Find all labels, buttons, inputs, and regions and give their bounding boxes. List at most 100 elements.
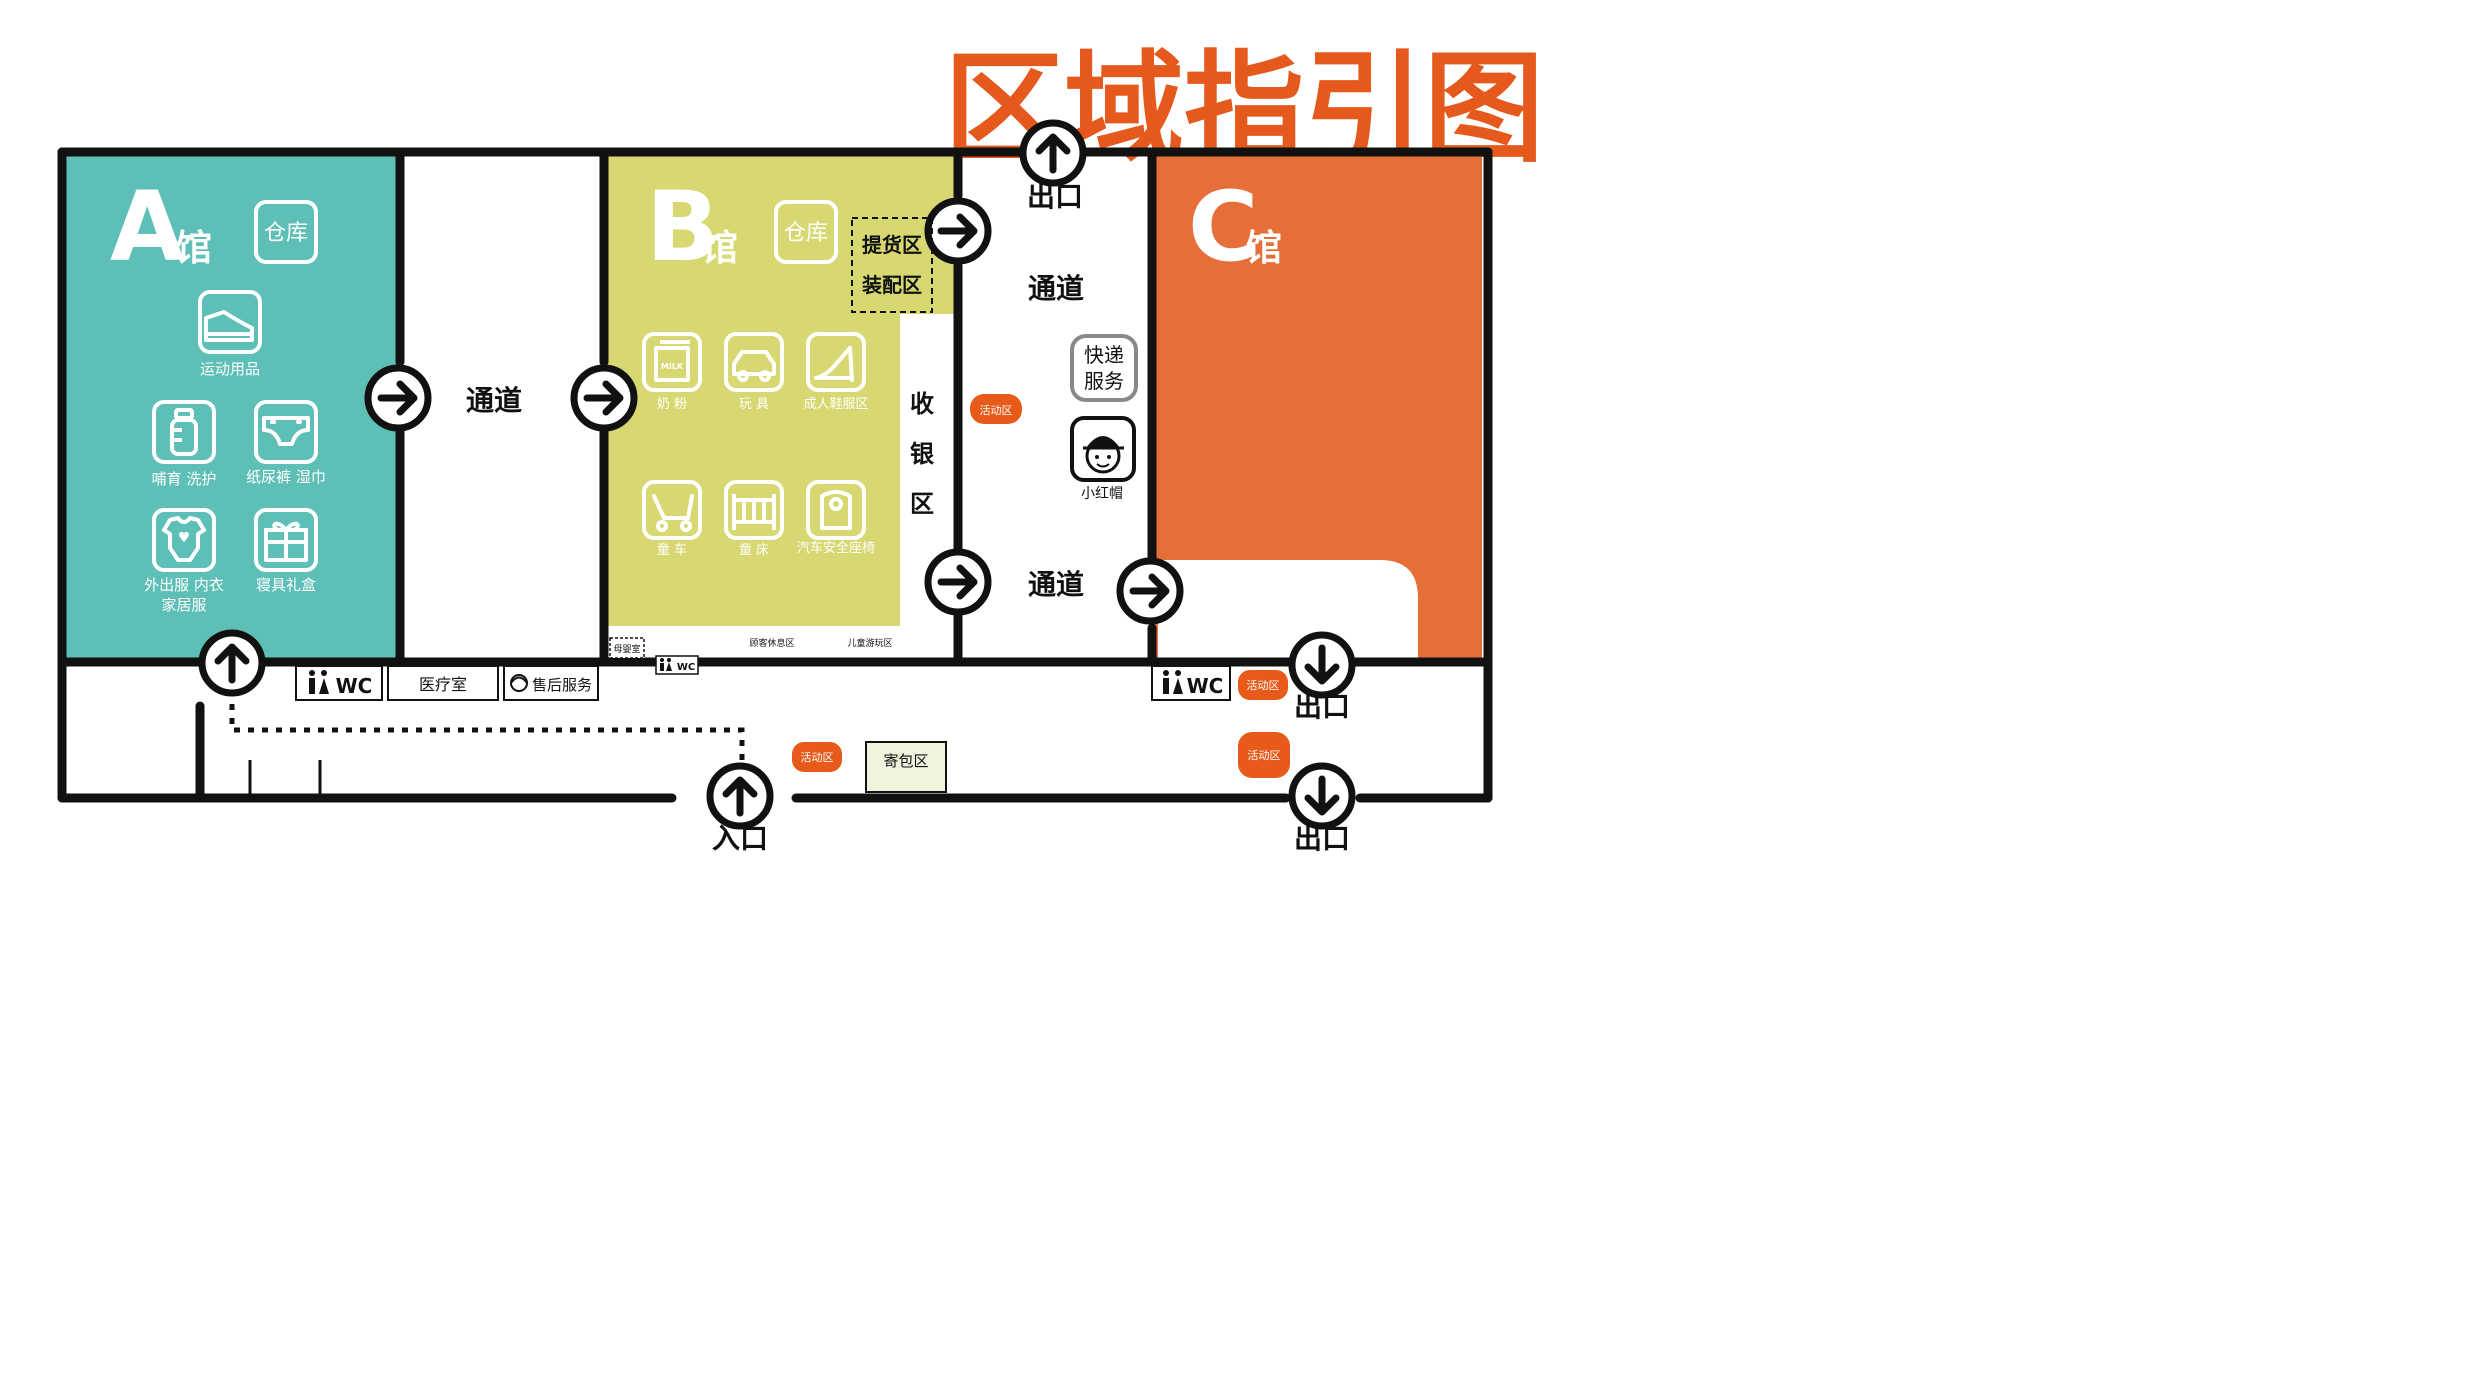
exit-arrow-down-icon [1292,635,1352,695]
svg-text:服务: 服务 [1084,369,1124,393]
category-label-line1: 外出服 内衣 [144,576,224,594]
category-label: 童 床 [739,542,769,558]
svg-text:WC: WC [1187,674,1224,698]
kids-play-label: 儿童游玩区 [847,637,892,649]
after-sales-service: 售后服务 [503,665,599,701]
gate-posts [248,760,322,798]
stroller-icon [642,480,702,540]
activity-area: 活动区 [1238,670,1288,700]
little-red-hat-label: 小红帽 [1081,486,1123,502]
category-label: 玩 具 [739,397,769,412]
arrow-right-icon [928,201,988,261]
arrow-right-icon [368,368,428,428]
gift-box-icon [254,508,318,572]
arrow-right-icon [1120,561,1180,621]
category-label: 运动用品 [200,360,260,378]
restroom-icon [1163,670,1183,694]
hall-b-warehouse: 仓库 [774,200,838,264]
category-label: 寝具礼盒 [256,576,316,594]
entrance-route [229,690,745,770]
corridor-label: 通道 [1028,272,1084,305]
customer-service-icon [510,674,528,692]
hall-b-label: B 馆 [646,171,738,283]
wc-small: WC [655,655,699,675]
entrance-arrow-up-icon [710,766,770,826]
restroom-icon [660,658,672,671]
hall-a-zone [66,152,398,660]
crib-icon [724,480,784,540]
checkout-label: 区 [910,490,934,518]
express-service: 快递 服务 [1070,334,1138,402]
category-label: 成人鞋服区 [803,396,868,412]
svg-text:售后服务: 售后服务 [532,676,592,694]
rest-area-label: 顾客休息区 [749,637,794,649]
locker-area: 寄包区 [865,741,947,793]
hall-a-letter: A [110,171,184,283]
hall-a-warehouse: 仓库 [254,200,318,264]
exit-label: 出口 [1294,822,1350,855]
category-label: 哺育 洗护 [152,470,217,488]
hall-a-suffix: 馆 [176,228,212,269]
svg-text:快递: 快递 [1084,343,1124,367]
wc-left: WC [295,665,383,701]
toy-car-icon [724,332,784,392]
svg-text:WC: WC [336,674,373,698]
corridor-label: 通道 [1028,568,1084,601]
car-seat-icon [806,480,866,540]
activity-area: 活动区 [1238,732,1290,778]
exit-label: 出口 [1027,180,1083,213]
category-label: 童 车 [657,542,687,558]
svg-text:仓库: 仓库 [784,221,828,246]
exit-arrow-up-icon [1023,123,1083,183]
corridor-label: 通道 [466,384,522,417]
category-label-line2: 家居服 [161,596,206,614]
high-heel-icon [806,332,866,392]
svg-text:寄包区: 寄包区 [883,752,928,770]
sneaker-icon [198,290,262,354]
diaper-icon [254,400,318,464]
arrow-right-icon [928,552,988,612]
svg-text:活动区: 活动区 [980,404,1013,417]
hall-c-letter: C [1188,171,1258,283]
svg-text:母婴室: 母婴室 [613,643,640,655]
svg-text:活动区: 活动区 [1248,749,1281,762]
hall-c-notch [1158,560,1418,662]
assembly-label: 装配区 [861,273,922,297]
heart-icon [179,532,189,542]
svg-text:活动区: 活动区 [801,751,834,764]
arrow-up-icon [202,633,262,693]
checkout-label: 银 [910,440,935,468]
milk-powder-icon [642,332,702,392]
activity-area: 活动区 [970,394,1022,424]
medical-room: 医疗室 [387,665,499,701]
little-red-hat-icon [1070,416,1136,482]
hall-b-letter: B [646,171,719,283]
category-label: 纸尿裤 湿巾 [246,468,326,486]
pickup-label: 提货区 [862,233,922,257]
svg-text:WC: WC [677,662,695,673]
hall-a-label: A 馆 [110,171,212,283]
entrance-label: 入口 [712,822,768,855]
nursing-room: 母婴室 [609,637,645,659]
baby-bottle-icon [152,400,216,464]
milk-badge: MILK [661,362,684,371]
category-label: 汽车安全座椅 [797,540,875,556]
checkout-label: 收 [910,390,934,418]
category-label: 奶 粉 [657,397,687,412]
exit-arrow-down-icon [1292,766,1352,826]
onesie-icon [152,508,216,572]
wc-right: WC [1151,665,1231,701]
svg-text:医疗室: 医疗室 [419,675,467,694]
svg-text:活动区: 活动区 [1247,679,1280,692]
hall-c-label: C 馆 [1188,171,1282,283]
activity-area: 活动区 [792,742,842,772]
exit-label: 出口 [1294,690,1350,723]
hall-b-suffix: 馆 [702,228,738,269]
walls [57,147,1493,803]
hall-c-suffix: 馆 [1246,228,1282,269]
pickup-assembly-zone: 提货区 装配区 [851,217,933,313]
restroom-icon [309,670,329,694]
arrow-right-icon [574,368,634,428]
